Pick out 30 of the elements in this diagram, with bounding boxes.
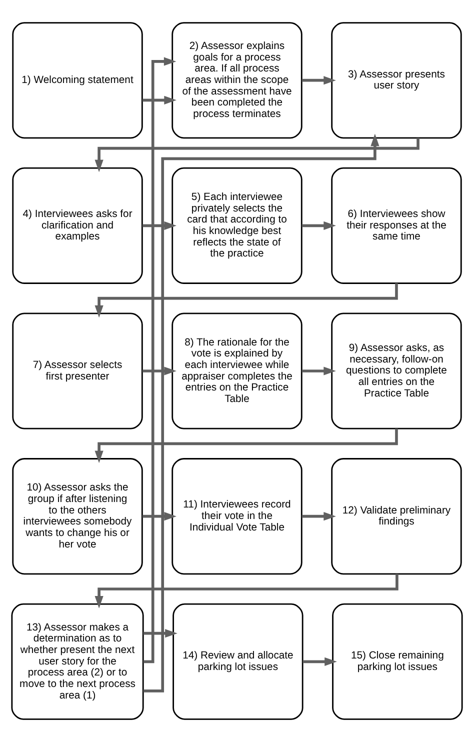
arrow <box>142 512 176 521</box>
node-box: 11) Interviewees record their vote in the Individual Vote Table <box>172 458 302 575</box>
arrow <box>94 138 420 172</box>
arrow <box>302 76 336 85</box>
node-box: 4) Interviewees asks for clarification and examples <box>12 167 143 284</box>
arrow <box>143 57 176 664</box>
node-box: 15) Close remaining parking lot issues <box>332 603 463 720</box>
node-box: 2) Assessor explains goals for a process area. If all process areas within the scope of the assessment have been completed the process terminates <box>172 22 302 139</box>
node-box: 6) Interviewees show their responses at the same time <box>331 167 462 284</box>
node-box: 7) Assessor selects first presenter <box>12 312 143 430</box>
node-box: 8) The rationale for the vote is explained by each interviewee while appraiser completes the entries on the Practice Table <box>172 312 302 430</box>
arrow <box>94 428 398 463</box>
arrow <box>94 574 398 608</box>
arrow <box>143 629 178 638</box>
arrow <box>302 657 337 666</box>
node-box: 14) Review and allocate parking lot issues <box>172 603 304 720</box>
node-box: 13) Assessor makes a determination as to whether present the next user story for the process area (2) or to move to the next process area (1) <box>11 603 144 720</box>
node-box: 9) Assessor asks, as necessary, follow-on questions to complete all entries on the Practice Table <box>331 312 462 430</box>
arrow <box>142 366 176 376</box>
node-box: 10) Assessor asks the group if after listening to the others interviewees somebody wants to change his or her vote <box>12 458 143 575</box>
arrow <box>302 221 336 230</box>
node-box: 12) Validate preliminary findings <box>331 458 462 575</box>
arrow <box>142 96 176 104</box>
arrow <box>94 283 398 318</box>
arrow <box>302 512 336 521</box>
node-box: 1) Welcoming statement <box>12 22 143 139</box>
node-box: 3) Assessor presents user story <box>331 22 462 139</box>
node-box: 5) Each interviewee privately selects the card that according to his knowledge best reflects the state of the practice <box>172 167 302 284</box>
arrow <box>142 221 176 230</box>
arrow <box>302 366 336 376</box>
